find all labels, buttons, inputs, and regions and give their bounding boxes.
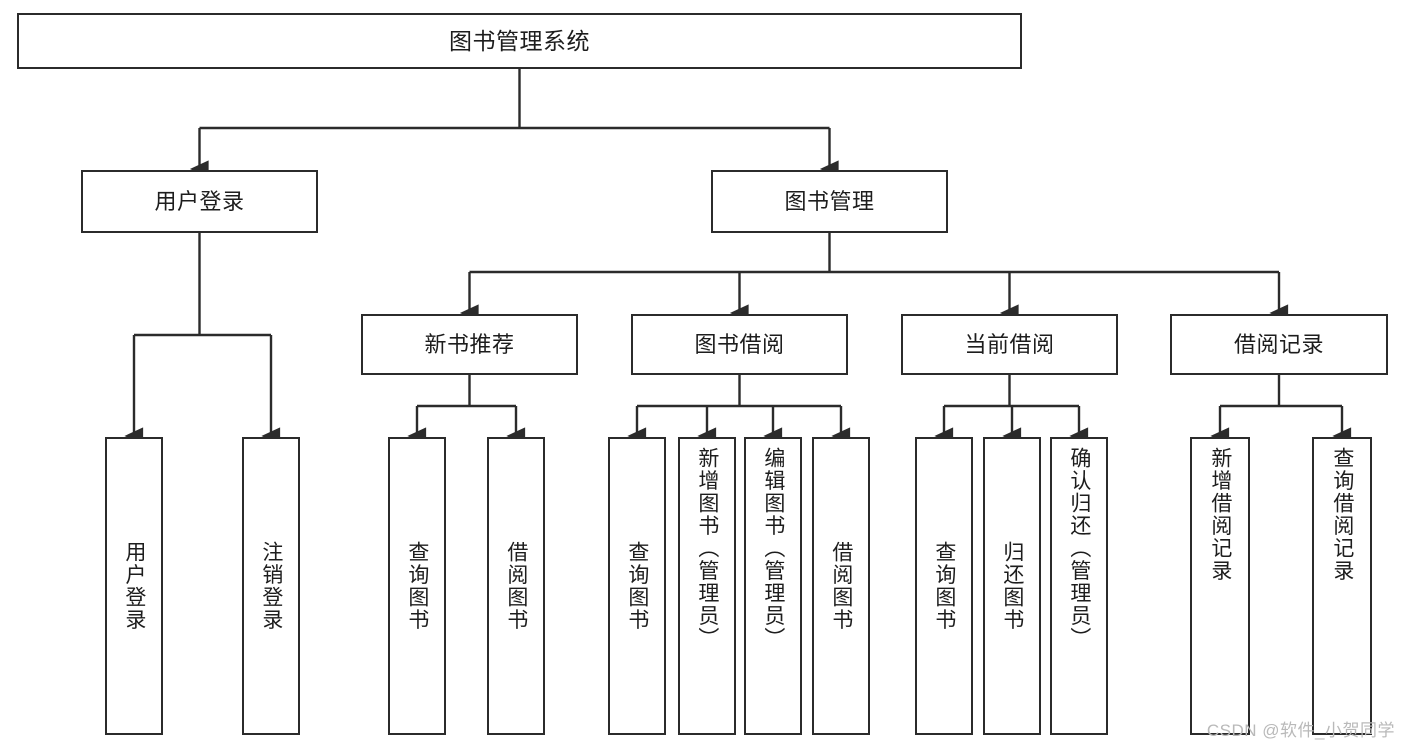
node-leaf-edit-book-label: 编辑图书（管理员） xyxy=(761,447,785,650)
node-user-login[interactable]: 用户登录 xyxy=(81,170,318,233)
node-root-label: 图书管理系统 xyxy=(449,27,590,54)
node-new-book-recommend[interactable]: 新书推荐 xyxy=(361,314,578,375)
node-leaf-borrow-book-1[interactable]: 借阅图书 xyxy=(487,437,545,735)
node-leaf-borrow-book-2-label: 借阅图书 xyxy=(829,541,853,631)
node-leaf-add-record-label: 新增借阅记录 xyxy=(1208,447,1232,582)
node-leaf-user-login[interactable]: 用户登录 xyxy=(105,437,163,735)
node-leaf-return-book-label: 归还图书 xyxy=(1000,541,1024,631)
node-leaf-query-record[interactable]: 查询借阅记录 xyxy=(1312,437,1372,735)
node-leaf-query-book-2[interactable]: 查询图书 xyxy=(608,437,666,735)
node-borrow-record-label: 借阅记录 xyxy=(1233,331,1324,357)
node-leaf-query-book-2-label: 查询图书 xyxy=(625,541,649,631)
node-user-login-label: 用户登录 xyxy=(154,188,245,214)
node-book-manage[interactable]: 图书管理 xyxy=(711,170,948,233)
node-leaf-borrow-book-2[interactable]: 借阅图书 xyxy=(812,437,870,735)
node-leaf-borrow-book-1-label: 借阅图书 xyxy=(504,541,528,631)
node-leaf-query-book-1[interactable]: 查询图书 xyxy=(388,437,446,735)
node-leaf-confirm-return[interactable]: 确认归还（管理员） xyxy=(1050,437,1108,735)
edges-group xyxy=(124,69,1352,445)
node-leaf-query-book-3[interactable]: 查询图书 xyxy=(915,437,973,735)
node-leaf-query-book-3-label: 查询图书 xyxy=(932,541,956,631)
node-current-borrow-label: 当前借阅 xyxy=(964,331,1055,357)
node-book-borrow[interactable]: 图书借阅 xyxy=(631,314,848,375)
node-leaf-add-book-label: 新增图书（管理员） xyxy=(695,447,719,650)
node-leaf-add-record[interactable]: 新增借阅记录 xyxy=(1190,437,1250,735)
node-leaf-add-book[interactable]: 新增图书（管理员） xyxy=(678,437,736,735)
node-new-book-recommend-label: 新书推荐 xyxy=(424,331,515,357)
node-leaf-logout-login-label: 注销登录 xyxy=(259,541,283,631)
node-leaf-query-record-label: 查询借阅记录 xyxy=(1330,447,1354,582)
node-book-manage-label: 图书管理 xyxy=(784,188,875,214)
node-leaf-logout-login[interactable]: 注销登录 xyxy=(242,437,300,735)
node-leaf-user-login-label: 用户登录 xyxy=(122,541,146,631)
node-leaf-query-book-1-label: 查询图书 xyxy=(405,541,429,631)
node-current-borrow[interactable]: 当前借阅 xyxy=(901,314,1118,375)
node-leaf-return-book[interactable]: 归还图书 xyxy=(983,437,1041,735)
node-root[interactable]: 图书管理系统 xyxy=(17,13,1022,69)
node-leaf-confirm-return-label: 确认归还（管理员） xyxy=(1067,447,1091,650)
node-leaf-edit-book[interactable]: 编辑图书（管理员） xyxy=(744,437,802,735)
node-borrow-record[interactable]: 借阅记录 xyxy=(1170,314,1388,375)
node-book-borrow-label: 图书借阅 xyxy=(694,331,785,357)
